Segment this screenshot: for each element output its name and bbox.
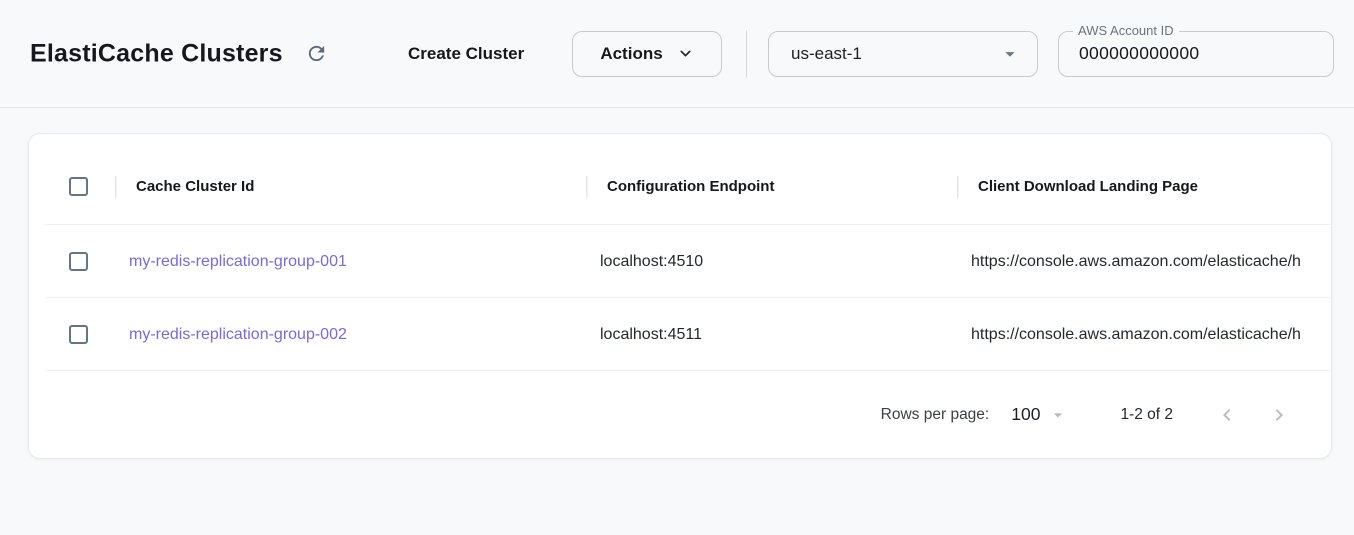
chevron-left-icon — [1223, 408, 1231, 421]
row-checkbox[interactable] — [69, 252, 88, 271]
cache-cluster-id-cell: my-redis-replication-group-002 — [115, 298, 586, 371]
rows-per-page-select[interactable]: 100 — [1011, 404, 1068, 425]
row-checkbox[interactable] — [69, 325, 88, 344]
caret-down-icon — [1005, 51, 1015, 57]
column-separator — [586, 175, 588, 198]
row-select-cell — [29, 225, 115, 298]
chevron-right-icon — [1275, 408, 1283, 421]
cache-cluster-id-cell: my-redis-replication-group-001 — [115, 225, 586, 298]
create-cluster-button[interactable]: Create Cluster — [396, 34, 536, 74]
client-download-landing-page-cell: https://console.aws.amazon.com/elasticac… — [971, 325, 1301, 343]
configuration-endpoint-cell: localhost:4510 — [600, 252, 704, 270]
refresh-icon — [308, 45, 324, 62]
page-title: ElastiCache Clusters — [30, 39, 283, 67]
configuration-endpoint-cell: localhost:4511 — [600, 325, 702, 343]
rows-per-page-value: 100 — [1011, 404, 1041, 424]
table-header-row: Cache Cluster Id Configuration Endpoint … — [29, 148, 1331, 225]
select-all-checkbox[interactable] — [69, 177, 88, 196]
column-header-configuration-endpoint[interactable]: Configuration Endpoint — [586, 148, 957, 225]
region-select-value: us-east-1 — [791, 43, 862, 63]
client-download-landing-page-cell: https://console.aws.amazon.com/elasticac… — [971, 252, 1301, 270]
aws-account-id-field[interactable]: AWS Account ID — [1058, 22, 1334, 77]
region-select[interactable]: us-east-1 — [768, 30, 1038, 77]
next-page-button[interactable] — [1263, 399, 1295, 431]
cluster-id-link[interactable]: my-redis-replication-group-002 — [129, 325, 347, 343]
column-header-client-download-landing-page[interactable]: Client Download Landing Page — [957, 148, 1331, 225]
header-divider — [746, 30, 747, 77]
column-header-cache-cluster-id[interactable]: Cache Cluster Id — [115, 148, 586, 225]
column-header-label: Client Download Landing Page — [978, 178, 1199, 195]
actions-button[interactable]: Actions — [572, 30, 722, 77]
clusters-table-card: Cache Cluster Id Configuration Endpoint … — [28, 133, 1332, 459]
page-range-label: 1-2 of 2 — [1120, 405, 1173, 423]
column-header-label: Cache Cluster Id — [136, 178, 255, 195]
table-pagination: Rows per page: 100 1-2 of 2 — [29, 371, 1331, 458]
aws-account-id-label: AWS Account ID — [1073, 22, 1179, 38]
rows-per-page-label: Rows per page: — [880, 405, 990, 423]
actions-button-label: Actions — [600, 43, 663, 63]
elasticache-clusters-page: ElastiCache Clusters Create Cluster Acti… — [0, 0, 1354, 459]
table-row: my-redis-replication-group-001 localhost… — [29, 225, 1331, 298]
row-select-cell — [29, 298, 115, 371]
chevron-down-icon — [680, 50, 691, 57]
page-header: ElastiCache Clusters Create Cluster Acti… — [0, 0, 1354, 108]
select-all-cell — [29, 148, 115, 225]
refresh-button[interactable] — [301, 39, 331, 69]
previous-page-button[interactable] — [1211, 399, 1243, 431]
caret-down-icon — [1054, 412, 1063, 417]
column-header-label: Configuration Endpoint — [607, 178, 775, 195]
aws-account-id-input[interactable] — [1059, 31, 1333, 76]
column-separator — [957, 175, 959, 198]
column-separator — [115, 175, 117, 198]
table-row: my-redis-replication-group-002 localhost… — [29, 298, 1331, 371]
cluster-id-link[interactable]: my-redis-replication-group-001 — [129, 252, 347, 270]
